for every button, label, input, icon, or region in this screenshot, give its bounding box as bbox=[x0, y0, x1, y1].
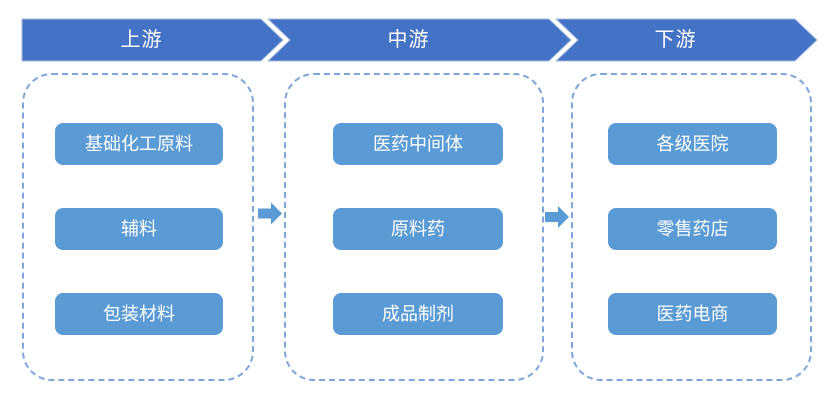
item-pharma-intermediates: 医药中间体 bbox=[333, 123, 503, 165]
item-pharma-ecommerce: 医药电商 bbox=[608, 293, 777, 335]
downstream-group-container bbox=[571, 73, 812, 381]
upstream-banner-shape bbox=[21, 18, 284, 62]
upstream-group-container bbox=[22, 73, 254, 381]
banner-downstream: 下游 bbox=[654, 29, 697, 51]
item-api-raw-drugs: 原料药 bbox=[333, 208, 503, 250]
banner-midstream: 中游 bbox=[387, 29, 430, 51]
midstream-banner-shape bbox=[266, 18, 572, 62]
item-retail-pharmacies: 零售药店 bbox=[608, 208, 777, 250]
right-arrow-icon bbox=[258, 202, 282, 225]
right-arrow-icon bbox=[545, 206, 569, 228]
item-excipients: 辅料 bbox=[55, 208, 223, 250]
banner-upstream: 上游 bbox=[120, 29, 163, 51]
downstream-banner-shape bbox=[554, 18, 818, 62]
item-packaging-materials: 包装材料 bbox=[55, 293, 223, 335]
item-basic-chemical-raw-materials: 基础化工原料 bbox=[55, 123, 223, 165]
item-finished-preparations: 成品制剂 bbox=[333, 293, 503, 335]
midstream-group-container bbox=[284, 73, 544, 381]
item-hospitals: 各级医院 bbox=[608, 123, 777, 165]
